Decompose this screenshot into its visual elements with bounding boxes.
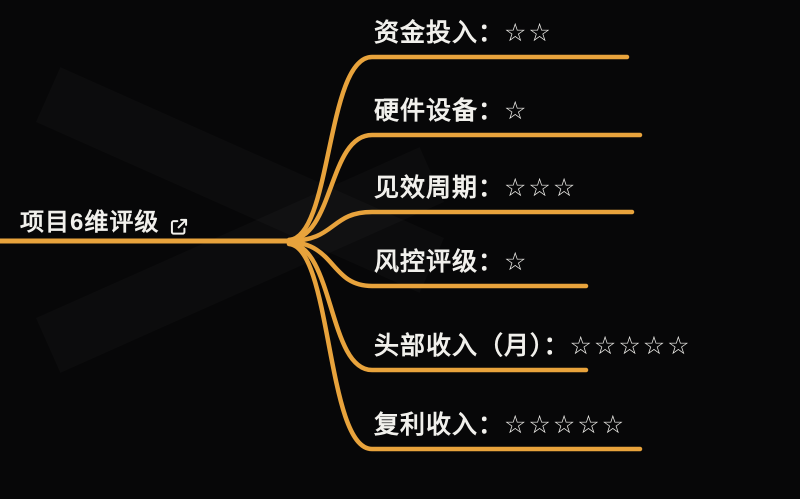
topic-label: 复利收入： <box>374 411 505 439</box>
branch-curve-1 <box>286 54 630 243</box>
star-rating: ☆ <box>504 248 529 276</box>
star-rating: ☆☆☆ <box>504 174 578 202</box>
branch-curve-6 <box>286 241 643 452</box>
external-link-icon[interactable] <box>169 213 189 235</box>
topic-top-monthly-income[interactable]: 头部收入（月）：☆☆☆☆☆ <box>374 329 692 363</box>
branch-curve-4 <box>286 239 589 289</box>
topic-risk-control-rating[interactable]: 风控评级：☆ <box>374 245 528 279</box>
topic-label: 见效周期： <box>374 174 505 202</box>
branch-curve-3 <box>286 209 635 244</box>
star-rating: ☆ <box>504 97 529 125</box>
star-rating: ☆☆ <box>504 19 553 47</box>
star-rating: ☆☆☆☆☆ <box>569 332 692 360</box>
root-node[interactable]: 项目6维评级 <box>20 206 189 240</box>
topic-label: 硬件设备： <box>374 97 505 125</box>
topic-funding-investment[interactable]: 资金投入：☆☆ <box>374 16 553 50</box>
branch-curve-5 <box>286 240 589 373</box>
topic-label: 风控评级： <box>374 248 505 276</box>
root-node-label: 项目6维评级 <box>20 209 160 236</box>
topic-hardware-equipment[interactable]: 硬件设备：☆ <box>374 94 528 128</box>
topic-label: 头部收入（月）： <box>374 332 570 360</box>
branch-curve-2 <box>286 132 643 243</box>
star-rating: ☆☆☆☆☆ <box>504 411 627 439</box>
topic-effect-cycle[interactable]: 见效周期：☆☆☆ <box>374 171 577 205</box>
topic-label: 资金投入： <box>374 19 505 47</box>
topic-compound-income[interactable]: 复利收入：☆☆☆☆☆ <box>374 408 626 442</box>
